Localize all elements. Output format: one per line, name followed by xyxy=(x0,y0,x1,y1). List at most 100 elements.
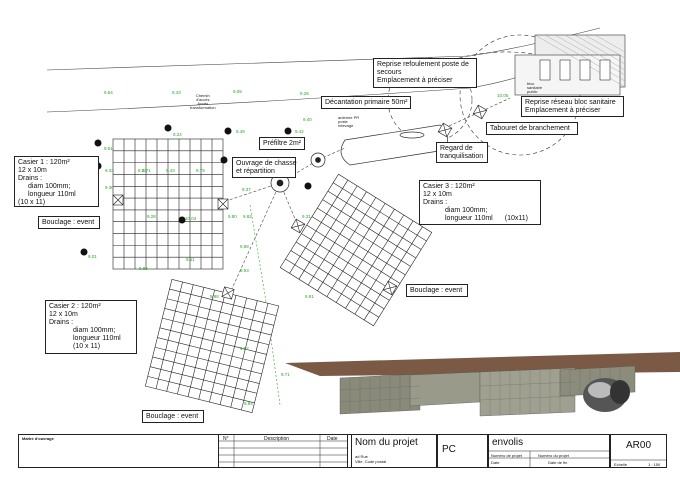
drain-line xyxy=(150,366,257,394)
spot-level: 9.85 xyxy=(139,266,148,271)
revisions-col-no: N° xyxy=(223,436,229,442)
spot-level: 9.33 xyxy=(105,168,114,173)
drain-line xyxy=(290,250,385,310)
annotation-line: sanitaire xyxy=(527,85,543,90)
tree-icon xyxy=(284,127,292,135)
spot-level: 9.09 xyxy=(233,89,242,94)
annotation-chemin: Chemin d'accès Accès transformation xyxy=(190,94,216,110)
tree-icon xyxy=(220,156,228,164)
label-line: Décantation primaire 50m² xyxy=(325,99,408,106)
spot-level: 9.28 xyxy=(147,214,156,219)
label-line: Regard de xyxy=(440,145,473,152)
drain-line xyxy=(317,207,411,267)
label-line: et répartition xyxy=(236,168,275,175)
label-line: Reprise réseau bloc sanitaire xyxy=(525,99,616,106)
drain-line xyxy=(177,287,205,395)
drain-line xyxy=(354,220,414,315)
drain-line xyxy=(230,300,258,408)
spot-level: 9.23 xyxy=(138,168,147,173)
label-line: secours xyxy=(377,69,402,76)
phase-cell xyxy=(437,434,488,468)
drain-line xyxy=(322,199,417,259)
spot-level: 9.01 xyxy=(88,254,97,259)
spot-level: 9.71 xyxy=(142,168,151,173)
drain-line xyxy=(306,224,401,284)
building xyxy=(514,34,626,96)
annotation-line: d'accès xyxy=(196,97,210,102)
drain-line xyxy=(345,214,405,309)
drain-line xyxy=(157,337,265,365)
drain-line xyxy=(285,258,379,318)
label-line: diam 100mm; xyxy=(28,183,71,190)
drawing-no-cell xyxy=(610,434,667,468)
label-line: (10 x 11) xyxy=(18,199,46,206)
label-line: Bouclage : event xyxy=(410,287,463,294)
tree-icon xyxy=(94,139,102,147)
label-line: Casier 2 : 120m² xyxy=(49,303,101,310)
label-line: Drains : xyxy=(423,199,448,206)
project-address-1: ad Rue xyxy=(355,454,368,459)
spot-level: 9.88 xyxy=(210,294,219,299)
drain-line xyxy=(327,190,422,250)
label-line: Tabouret de branchement xyxy=(490,125,570,132)
spot-level: 9.49 xyxy=(236,129,245,134)
company-name: envolis xyxy=(492,437,524,448)
label-line: longueur 110ml xyxy=(28,191,76,198)
project-no-value: Numéro du projet xyxy=(538,453,569,458)
inspection-boxes xyxy=(112,104,488,300)
label-line: Bouclage : event xyxy=(42,219,95,226)
label-tabouret: Tabouret de branchement xyxy=(486,122,578,135)
drain-line xyxy=(154,346,262,375)
spot-level: 9.43 xyxy=(166,168,175,173)
drain-line xyxy=(198,292,226,400)
phase: PC xyxy=(442,444,456,455)
spot-level: 9.91 xyxy=(305,294,314,299)
spot-level: 9.64 xyxy=(104,90,113,95)
drain-line xyxy=(335,209,395,303)
tree-icon xyxy=(80,248,88,256)
annotation-line: transformation xyxy=(190,105,216,110)
spot-level: 9.37 xyxy=(242,187,251,192)
drain-line xyxy=(166,284,194,392)
label-decantation: Décantation primaire 50m² xyxy=(321,96,411,109)
drain-line xyxy=(167,298,274,326)
drain-line xyxy=(155,281,183,389)
date-label: Date xyxy=(491,460,500,465)
green-boundary xyxy=(249,204,281,406)
label-line: diam 100mm; xyxy=(445,207,488,214)
revisions-col-date: Date xyxy=(327,436,338,442)
label-line: Drains : xyxy=(49,319,74,326)
label-line: Emplacement à préciser xyxy=(525,107,601,114)
label-line: longueur 110ml xyxy=(73,335,121,342)
annotation-line: antenne PR xyxy=(338,115,360,120)
3d-render-inset xyxy=(285,352,680,417)
annotation-line: Chemin xyxy=(195,93,210,98)
drain-line xyxy=(147,376,255,404)
project-cell xyxy=(351,434,437,468)
label-line: 12 x 10m xyxy=(49,311,78,318)
spot-level: 9.42 xyxy=(295,129,304,134)
scale-label: Echelle xyxy=(614,462,628,467)
drain-line xyxy=(295,241,390,301)
spot-level: 9.31 xyxy=(302,214,311,219)
label-prefiltre: Préfiltre 2m² xyxy=(259,137,305,150)
spot-level: 9.68 xyxy=(240,244,249,249)
casier-2-grid xyxy=(144,278,280,414)
label-line: Emplacement à préciser xyxy=(377,77,453,84)
annotation-line: poste xyxy=(338,119,348,124)
drain-line xyxy=(169,288,277,316)
tree-icon xyxy=(224,127,232,135)
spot-level: 10.05 xyxy=(497,93,509,98)
label-line: diam 100mm; xyxy=(73,327,116,334)
title-architect: Maître d'ouvrage xyxy=(22,436,54,441)
label-line: Casier 3 : 120m² xyxy=(423,183,475,190)
label-line: Reprise refoulement poste de xyxy=(377,61,469,68)
tree-icon xyxy=(164,124,172,132)
drain-line xyxy=(317,197,377,291)
distribution-chambers xyxy=(270,152,326,193)
drain-line xyxy=(289,179,349,274)
label-regard: Regard de tranquilisation xyxy=(436,142,488,163)
tree-icon xyxy=(304,182,312,190)
drawing-number: AR00 xyxy=(626,440,652,451)
